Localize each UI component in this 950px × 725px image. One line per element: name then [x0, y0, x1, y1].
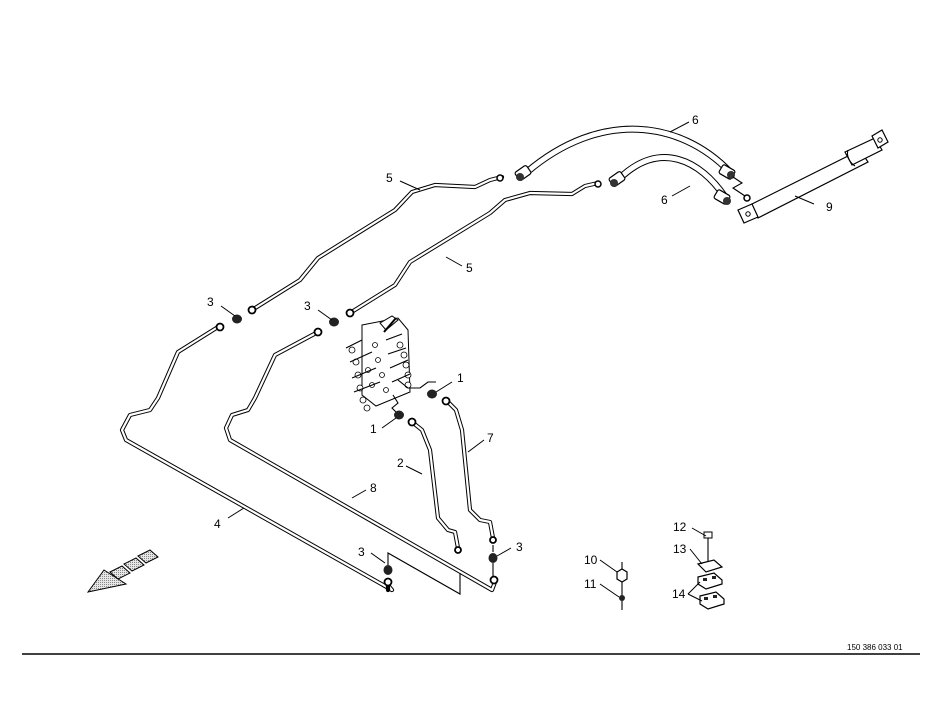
callout-3: 3 [358, 545, 365, 559]
callout-13: 13 [673, 542, 687, 556]
callout-4: 4 [214, 517, 221, 531]
pipe-2 [409, 419, 461, 551]
clamp-assembly-12-14 [696, 531, 725, 610]
callout-3: 3 [304, 299, 311, 313]
pipe-4 [119, 324, 395, 593]
callout-11: 11 [584, 577, 597, 591]
hose-fittings [496, 164, 751, 205]
pipe-5-lower [347, 180, 601, 316]
nut-10-washer-11 [616, 562, 628, 610]
pipe-5-upper [249, 174, 505, 313]
pipe-7 [443, 397, 496, 541]
callout-6: 6 [661, 193, 668, 207]
hose-6-upper [523, 125, 734, 176]
callout-6: 6 [692, 113, 699, 127]
callout-1: 1 [457, 371, 464, 385]
fittings [215, 305, 499, 587]
pipe-8 [223, 329, 498, 593]
callout-3: 3 [207, 295, 214, 309]
document-number: 150 386 033 01 [847, 643, 903, 652]
callout-5: 5 [466, 261, 473, 275]
callout-10: 10 [584, 553, 598, 567]
callout-14: 14 [672, 587, 686, 601]
leader-lines [220, 121, 815, 602]
direction-arrow-icon [86, 549, 159, 593]
callout-3: 3 [516, 540, 523, 554]
callout-7: 7 [487, 431, 494, 445]
control-valve-block [345, 315, 436, 417]
callout-labels: 1 1 2 3 3 3 3 4 5 5 6 6 7 8 9 10 11 12 1… [207, 113, 833, 601]
callout-9: 9 [826, 200, 833, 214]
callout-1: 1 [370, 422, 377, 436]
explode-line [387, 552, 461, 595]
callout-5: 5 [386, 171, 393, 185]
callout-8: 8 [370, 481, 377, 495]
hose-6-lower [616, 154, 729, 201]
hydraulic-cylinder-9 [737, 129, 889, 224]
callout-12: 12 [673, 520, 687, 534]
callout-2: 2 [397, 456, 404, 470]
